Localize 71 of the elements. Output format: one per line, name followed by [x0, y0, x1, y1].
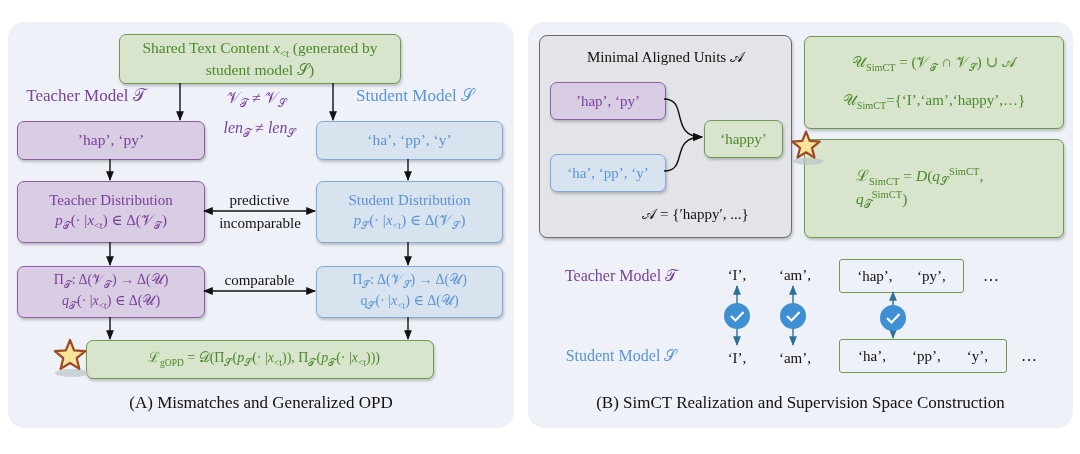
- box-text: q$_{𝒮}$(· |x$_{<t}$) ∈ Δ(𝒰): [360, 293, 459, 313]
- relation-label: incomparable: [218, 214, 302, 232]
- box-text: ’hap’, ‘py’: [77, 131, 145, 150]
- token-text: ‘pp’,: [911, 347, 941, 365]
- token-text: ‘y’,: [966, 347, 988, 365]
- box-text: ’hap’, ‘py’: [575, 92, 641, 110]
- formula-box: [804, 36, 1064, 129]
- token-text: ‘ha’,: [858, 347, 886, 365]
- box-text: p$_{𝒯}$(· |x$_{<t}$) ∈ Δ(𝒱$_{𝒯}$): [55, 211, 167, 233]
- panel-background: [528, 22, 1073, 428]
- arrow: [176, 82, 184, 121]
- token-box: [550, 82, 666, 120]
- token-text: ‘am’,: [773, 346, 817, 370]
- token-box: [17, 121, 205, 160]
- panel-caption: (B) SimCT Realization and Supervision Space Construction: [595, 392, 1006, 413]
- token-group-box: [839, 259, 964, 293]
- distribution-box: [17, 181, 205, 243]
- arrow: [329, 82, 337, 121]
- box-text: 𝒰$_{SimCT}$ = (𝒱$_{𝒯}$ ∩ 𝒱$_{𝒮}$) ∪ 𝒜: [852, 52, 1016, 74]
- token-text: ‘I’,: [721, 263, 753, 287]
- group-box: [539, 35, 792, 238]
- arrow: [663, 133, 703, 172]
- arrow: [203, 207, 316, 215]
- ellipsis: …: [1020, 346, 1038, 366]
- token-group-box: [839, 339, 1007, 373]
- model-label: Teacher Model 𝒯: [563, 266, 680, 286]
- math-label: 𝒱$_{𝒯}$ ≠ 𝒱$_{𝒮}$: [226, 88, 289, 111]
- box-text: Π$_{𝒯}$: Δ(𝒱$_{𝒯}$) → Δ(𝒰): [53, 271, 169, 291]
- token-box: [550, 154, 666, 192]
- edge-label: predictive: [227, 192, 292, 209]
- distribution-box: [316, 181, 503, 243]
- arrow: [404, 316, 412, 340]
- box-text: ‘happy’: [720, 130, 767, 148]
- model-label: Student Model 𝒮: [564, 346, 679, 366]
- panel-caption: (A) Mismatches and Generalized OPD: [128, 392, 394, 413]
- box-text: ℒ$_{SimCT}$ = D(q$_{𝒮}$$^{SimCT}$, q$_{𝒯}$$^{SimCT}$): [856, 165, 985, 212]
- box-text: ℒ$_{gOPD}$ = 𝒟(Π$_{𝒮}$(p$_{𝒮}$(· |x$_{<t}$)), Π$_{𝒯}$(p$_{𝒯}$(· |x$_{<t}$))): [148, 349, 380, 370]
- box-text: q$_{𝒯}$(· |x$_{<t}$) ∈ Δ(𝒰): [61, 293, 161, 313]
- arrow: [203, 287, 316, 295]
- arrow: [106, 241, 114, 266]
- token-text: ‘am’,: [773, 263, 817, 287]
- model-label: Teacher Model 𝒯: [25, 86, 149, 107]
- token-text: ‘hap’,: [857, 267, 893, 285]
- panel-background: [8, 22, 514, 428]
- projection-box: [316, 266, 503, 318]
- arrow: [106, 158, 114, 181]
- arrow: [106, 316, 114, 340]
- group-title: Minimal Aligned Units 𝒜: [586, 48, 746, 66]
- edge-label: comparable: [222, 272, 297, 289]
- ellipsis: …: [982, 266, 1000, 286]
- math-label: len$_{𝒯}$ ≠ len$_{𝒮}$: [222, 118, 298, 141]
- arrow: [404, 241, 412, 266]
- set-formula: 𝒜 = {′happy′, ...}: [641, 205, 750, 223]
- process-box: [119, 34, 401, 84]
- model-label: Student Model 𝒮: [355, 86, 477, 107]
- box-text: Student Distribution: [348, 191, 471, 210]
- projection-box: [17, 266, 205, 318]
- box-text: ‘ha’, ‘pp’, ‘y’: [367, 131, 452, 150]
- box-text: Teacher Distribution: [49, 191, 173, 210]
- token-box: [316, 121, 503, 160]
- token-text: ‘I’,: [721, 346, 753, 370]
- box-text: Π$_{𝒮}$: Δ(𝒱$_{𝒮}$) → Δ(𝒰): [352, 271, 467, 291]
- box-text: Shared Text Content x$_{<t}$ (generated by student model 𝒮): [141, 38, 379, 80]
- arrow: [404, 158, 412, 181]
- box-text: 𝒰$_{SimCT}$={‘I’,‘am’,‘happy’,…}: [842, 91, 1026, 113]
- loss-box: [804, 139, 1064, 238]
- token-text: ‘py’,: [917, 267, 946, 285]
- box-text: p$_{𝒮}$(· |x$_{<t}$) ∈ Δ(𝒱$_{𝒮}$): [353, 211, 466, 233]
- token-box: [704, 120, 783, 158]
- box-text: ‘ha’, ‘pp’, ‘y’: [567, 164, 649, 182]
- loss-box: [86, 340, 434, 379]
